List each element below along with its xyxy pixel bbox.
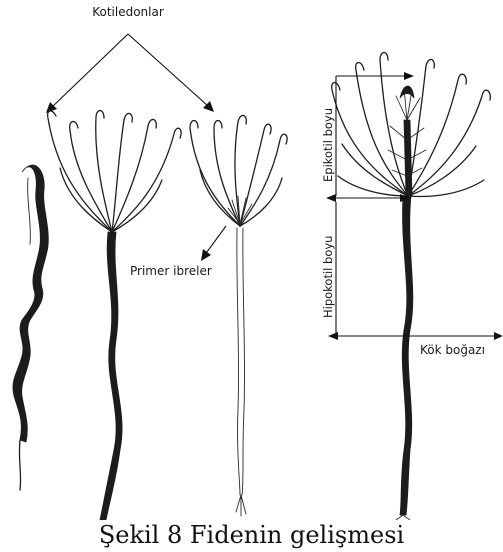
epicotyl-length-label: Epikotil boyu [321, 108, 335, 182]
cotyledons-label: Kotiledonlar [92, 5, 164, 19]
seedling-stage-1 [13, 165, 48, 490]
primary-needles-label: Primer ibreler [130, 264, 212, 278]
seedling-stage-2 [48, 111, 182, 521]
primary-needles-arrow [201, 226, 226, 261]
cotyledons-arrows [46, 34, 214, 113]
seedling-stage-4 [332, 53, 491, 521]
seedling-stage-3 [190, 115, 287, 516]
seedling-illustration: Kotiledonlar [0, 0, 503, 520]
hypocotyl-length-label: Hipokotil boyu [321, 236, 335, 318]
root-collar-label: Kök boğazı [420, 343, 485, 357]
figure-caption: Şekil 8 Fidenin gelişmesi [0, 518, 503, 552]
root-collar-line [328, 332, 503, 340]
